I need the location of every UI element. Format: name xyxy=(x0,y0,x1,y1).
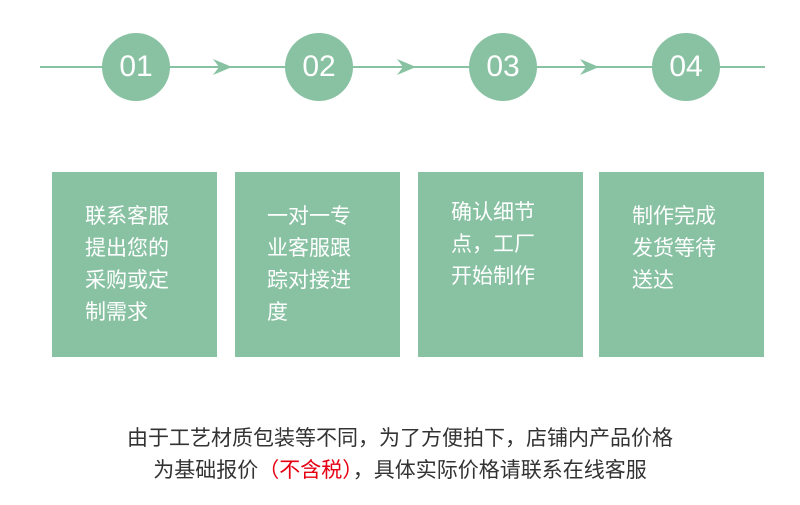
step-card-text: 一对一专 业客服跟 踪对接进 度 xyxy=(267,204,351,324)
step-card-text: 联系客服 提出您的 采购或定 制需求 xyxy=(85,204,169,324)
arrow-icon xyxy=(397,59,416,75)
step-card-1: 联系客服 提出您的 采购或定 制需求 xyxy=(52,172,217,357)
arrow-icon xyxy=(213,59,232,75)
step-number-4: 04 xyxy=(652,33,720,101)
pricing-notice: 由于工艺材质包装等不同，为了方便拍下，店铺内产品价格 为基础报价（不含税），具体… xyxy=(0,422,800,486)
step-card-3: 确认细节 点，工厂 开始制作 xyxy=(418,172,583,357)
step-number-1: 01 xyxy=(102,33,170,101)
tax-exclusion-highlight: （不含税） xyxy=(258,458,353,482)
step-card-2: 一对一专 业客服跟 踪对接进 度 xyxy=(235,172,400,357)
notice-line-2-suffix: ，具体实际价格请联系在线客服 xyxy=(352,458,647,482)
process-timeline: 01 02 03 04 xyxy=(0,0,800,140)
arrow-icon xyxy=(580,59,599,75)
step-card-4: 制作完成 发货等待 送达 xyxy=(599,172,764,357)
notice-line-2: 为基础报价（不含税），具体实际价格请联系在线客服 xyxy=(0,454,800,486)
step-number-2: 02 xyxy=(285,33,353,101)
step-card-text: 确认细节 点，工厂 开始制作 xyxy=(451,200,535,288)
step-card-text: 制作完成 发货等待 送达 xyxy=(632,204,716,292)
notice-line-1: 由于工艺材质包装等不同，为了方便拍下，店铺内产品价格 xyxy=(127,426,673,450)
step-number-3: 03 xyxy=(469,33,537,101)
notice-line-2-prefix: 为基础报价 xyxy=(153,458,259,482)
